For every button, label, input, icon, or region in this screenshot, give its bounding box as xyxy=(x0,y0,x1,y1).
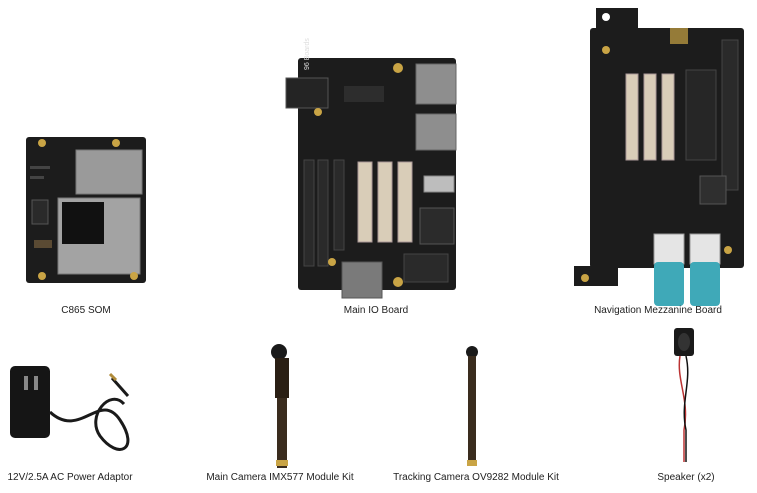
usb-port-1 xyxy=(415,63,457,105)
caption-main-io-board: Main IO Board xyxy=(343,305,409,316)
som-chip xyxy=(62,202,104,244)
tracking-camera-flex xyxy=(468,356,476,466)
ethernet-port xyxy=(423,175,455,193)
caption-navigation-mezzanine-board: Navigation Mezzanine Board xyxy=(594,305,722,316)
main-camera-module xyxy=(271,344,289,468)
som-upper-shield xyxy=(75,149,143,195)
adaptor-cable xyxy=(48,397,130,451)
nav-side-header xyxy=(721,39,739,191)
tracking-camera-module xyxy=(466,346,478,466)
caption-main-camera: Main Camera IMX577 Module Kit xyxy=(206,472,354,483)
speaker xyxy=(674,328,694,462)
main-io-board xyxy=(285,58,457,299)
caption-power-adaptor: 12V/2.5A AC Power Adaptor xyxy=(7,472,133,483)
usb-port-2 xyxy=(415,113,457,151)
io-board-logo: 96 Boards xyxy=(304,38,311,70)
power-adaptor xyxy=(10,366,130,451)
caption-tracking-camera: Tracking Camera OV9282 Module Kit xyxy=(393,472,559,483)
main-camera-lens xyxy=(271,344,287,360)
c865-som-board xyxy=(26,137,146,283)
navigation-mezzanine-board xyxy=(574,8,744,306)
main-camera-flex xyxy=(277,398,287,468)
adaptor-body xyxy=(10,366,50,438)
antenna-connector-1 xyxy=(654,262,684,306)
power-jack xyxy=(285,77,329,109)
tracking-camera-lens xyxy=(466,346,478,358)
caption-speaker: Speaker (x2) xyxy=(657,472,715,483)
antenna-connector-2 xyxy=(690,262,720,306)
bottom-connector xyxy=(341,261,383,299)
caption-c865-som: C865 SOM xyxy=(61,305,111,316)
hdmi-port xyxy=(419,207,455,245)
